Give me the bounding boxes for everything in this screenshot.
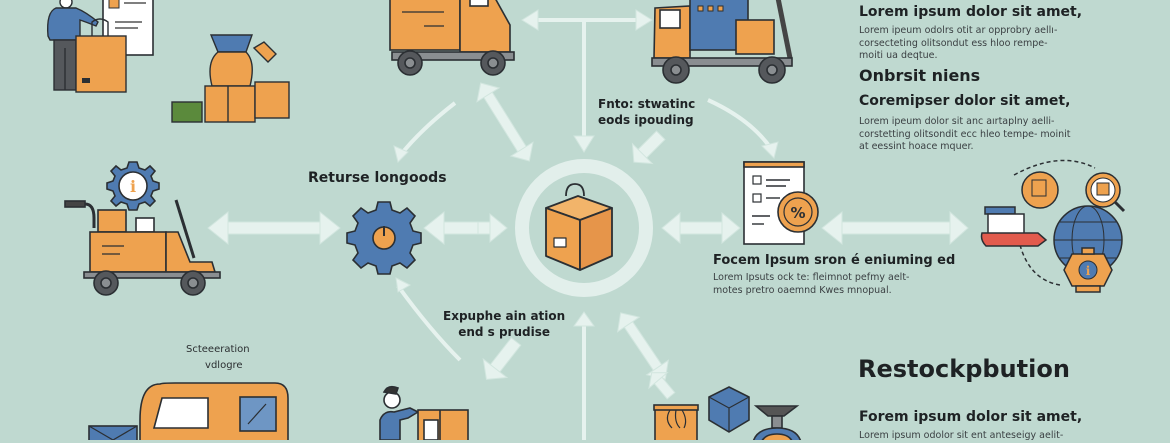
van-icon xyxy=(88,382,289,440)
cart-with-info-gear-icon: i xyxy=(64,161,221,296)
global-logistics-icon: i xyxy=(980,159,1126,293)
block1-body: Lorem ipeum odolrs otit ar opprobry aell… xyxy=(859,25,1058,61)
arrow-up-right-bottom xyxy=(648,372,676,400)
arrow-into-gear xyxy=(423,210,481,246)
double-arrow-diagonal-tl xyxy=(476,82,534,162)
svg-text:%: % xyxy=(790,204,805,222)
center-top-label: Fnto: stwatinc eods ipouding xyxy=(598,96,695,128)
arrow-into-center-left xyxy=(477,212,508,244)
bottom-left-label: Scteeeration vdlogre xyxy=(186,342,250,374)
block4-body: Lorem ipsum odolor sit ent anteseigy ael… xyxy=(859,430,1064,441)
double-arrow-cart-gear xyxy=(207,210,341,246)
section-title: Restockpbution xyxy=(858,355,1070,383)
arrow-down-left-bottom xyxy=(482,337,522,380)
double-arrow-top xyxy=(521,9,653,153)
arrow-into-center-tr xyxy=(631,130,666,165)
block4-heading: Forem ipsum dolor sit amet, xyxy=(859,409,1083,425)
double-arrow-diagonal-br xyxy=(617,312,669,380)
left-gear-label: Returse longoods xyxy=(308,170,447,186)
gear-icon xyxy=(346,201,422,275)
block2-heading: Coremipser dolor sit amet, xyxy=(859,93,1071,109)
bottom-left-label-line2: vdlogre xyxy=(205,360,243,371)
center-top-label-line1: Fnto: stwatinc xyxy=(598,97,696,111)
double-arrow-checklist-global xyxy=(821,210,969,246)
goods-bag-cube-scale-icon xyxy=(653,386,802,440)
package-icon xyxy=(545,183,613,271)
center-ring xyxy=(515,159,653,297)
person-with-shopping-bag-icon xyxy=(46,0,127,93)
person-with-box-icon xyxy=(379,385,469,440)
center-bottom-label-line2: end s prudise xyxy=(458,325,550,339)
checklist-discount-icon: % xyxy=(743,161,819,245)
bottom-left-label-line1: Scteeeration xyxy=(186,344,250,355)
block3-heading: Focem Ipsum sron é eniuming ed xyxy=(713,253,956,268)
block2-body: Lorem ipeum dolor sit anc aırtaplny aell… xyxy=(859,116,1071,152)
block1-heading: Lorem ipsum dolor sit amet, xyxy=(859,4,1083,20)
delivery-truck-icon xyxy=(389,0,515,76)
connector-arrows xyxy=(207,9,969,440)
forklift-truck-icon xyxy=(651,0,793,84)
block3-body: Lorem Ipsuts ock te: fleimnot pefmy aelt… xyxy=(713,272,910,296)
center-top-label-line2: eods ipouding xyxy=(598,113,694,127)
center-bottom-label: Expuphe ain ation end s prudise xyxy=(443,308,565,340)
double-arrow-center-checklist xyxy=(661,211,741,245)
svg-text:i: i xyxy=(130,177,136,196)
svg-text:i: i xyxy=(1086,264,1091,278)
center-bottom-label-line1: Expuphe ain ation xyxy=(443,309,566,323)
sack-and-boxes-icon xyxy=(171,34,290,123)
subtitle: Onbrsit niens xyxy=(859,66,981,85)
